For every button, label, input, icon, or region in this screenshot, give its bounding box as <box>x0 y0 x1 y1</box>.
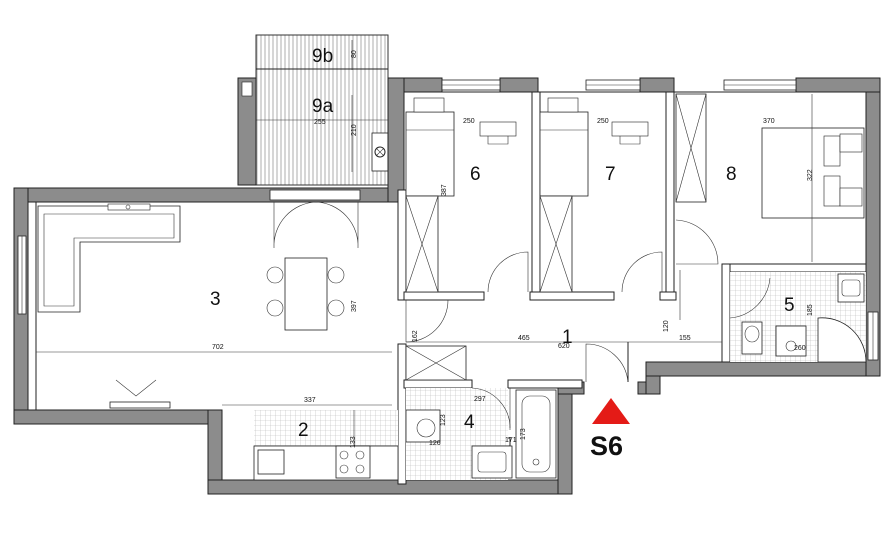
dim-171: 171 <box>505 437 517 444</box>
dim-123: 123 <box>440 414 447 426</box>
kitchen <box>253 410 399 481</box>
dim-322: 322 <box>807 169 814 181</box>
dimension-labels: 80 255 210 250 250 370 387 322 702 397 1… <box>212 50 814 448</box>
dim-250-b: 250 <box>597 118 609 125</box>
room-labels: 1 2 3 4 5 6 7 8 9a 9b <box>210 46 795 441</box>
bedroom-8 <box>675 93 865 265</box>
room-label-7: 7 <box>605 164 616 185</box>
marker-label: S6 <box>590 431 623 461</box>
dim-465: 465 <box>518 335 530 342</box>
dim-155: 155 <box>679 335 691 342</box>
room-label-3: 3 <box>210 289 221 310</box>
room-label-9a: 9a <box>312 96 334 117</box>
dim-297: 297 <box>474 396 486 403</box>
unit-marker: S6 <box>590 398 630 461</box>
dim-370: 370 <box>763 118 775 125</box>
dim-397: 397 <box>351 300 358 312</box>
dim-133: 133 <box>350 436 357 448</box>
room-outlines <box>35 91 866 411</box>
room-label-8: 8 <box>726 164 737 185</box>
dim-702: 702 <box>212 344 224 351</box>
room-label-2: 2 <box>298 420 309 441</box>
walls <box>13 77 881 495</box>
room-label-5: 5 <box>784 295 795 316</box>
bedroom-7 <box>539 97 663 293</box>
marker-triangle <box>592 398 630 424</box>
dim-126: 126 <box>429 440 441 447</box>
dim-260: 260 <box>794 345 806 352</box>
dim-337: 337 <box>304 397 316 404</box>
bathroom-4 <box>405 387 557 480</box>
room-label-9b: 9b <box>312 46 333 67</box>
balcony <box>237 34 389 186</box>
room-label-4: 4 <box>464 412 475 433</box>
room-label-1: 1 <box>562 327 573 348</box>
dim-250-a: 250 <box>463 118 475 125</box>
room-label-6: 6 <box>470 164 481 185</box>
dim-620: 620 <box>558 343 570 350</box>
bedroom-6 <box>405 97 529 293</box>
living-room-furniture <box>37 201 359 409</box>
hallway <box>405 270 722 383</box>
dim-162: 162 <box>412 330 419 342</box>
dim-173: 173 <box>520 428 527 440</box>
dim-387: 387 <box>441 184 448 196</box>
bathroom-5 <box>729 272 867 363</box>
dim-120: 120 <box>663 320 670 332</box>
dim-185: 185 <box>807 304 814 316</box>
dim-255: 255 <box>314 119 326 126</box>
dim-80: 80 <box>351 50 358 58</box>
dim-210: 210 <box>351 124 358 136</box>
